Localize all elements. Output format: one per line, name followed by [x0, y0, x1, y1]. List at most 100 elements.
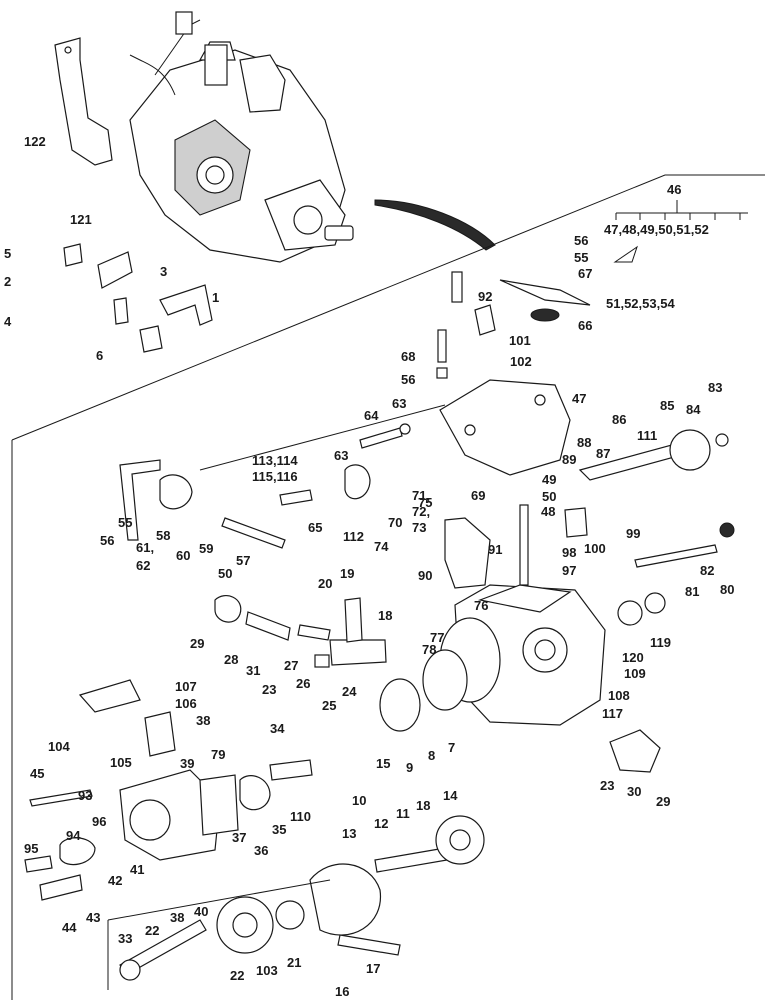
- part-number-label: 119: [650, 635, 671, 650]
- part-number-label: 34: [270, 721, 285, 736]
- group-members-label: 47,48,49,50,51,52: [604, 222, 709, 237]
- part-number-label: 111: [637, 428, 657, 443]
- part-number-label: 25: [322, 698, 336, 713]
- part-number-label: 15: [376, 756, 390, 771]
- part-number-label: 44: [62, 920, 77, 935]
- part-number-label: 122: [24, 134, 46, 149]
- part-number-label: 74: [374, 539, 389, 554]
- governor-cover-drawing: [359, 271, 591, 476]
- part-number-label: 112: [343, 529, 364, 544]
- part-number-label: 31: [246, 663, 260, 678]
- part-number-label: 106: [175, 696, 197, 711]
- part-number-label: 13: [342, 826, 356, 841]
- part-number-label: 50: [542, 489, 556, 504]
- part-number-label: 77: [430, 630, 444, 645]
- part-number-label: 72,: [412, 504, 430, 519]
- part-number-label: 83: [708, 380, 722, 395]
- part-number-label: 28: [224, 652, 238, 667]
- part-number-label: 20: [318, 576, 332, 591]
- part-number-label: 64: [364, 408, 379, 423]
- part-number-label: 120: [622, 650, 644, 665]
- part-number-label: 65: [308, 520, 322, 535]
- head-assembly-drawing: [24, 679, 313, 901]
- part-number-label: 7: [448, 740, 455, 755]
- part-number-label: 84: [686, 402, 701, 417]
- part-number-label: 97: [562, 563, 576, 578]
- part-number-label: 100: [584, 541, 606, 556]
- part-number-label: 93: [78, 788, 92, 803]
- part-number-label: 35: [272, 822, 286, 837]
- part-number-label: 108: [608, 688, 630, 703]
- part-number-label: 109: [624, 666, 646, 681]
- part-number-label: 23: [262, 682, 276, 697]
- part-number-label: 96: [92, 814, 106, 829]
- part-number-label: 69: [471, 488, 485, 503]
- part-number-label: 27: [284, 658, 298, 673]
- part-number-label: 62: [136, 558, 150, 573]
- pump-assembly-drawing: [54, 11, 496, 263]
- part-number-label: 80: [720, 582, 734, 597]
- part-number-label: 103: [256, 963, 278, 978]
- part-number-label: 18: [416, 798, 430, 813]
- part-number-label: 92: [478, 289, 492, 304]
- part-number-label: 89: [562, 452, 576, 467]
- part-number-label: 70: [388, 515, 402, 530]
- part-number-label: 110: [290, 809, 311, 824]
- part-number-label: 94: [66, 828, 81, 843]
- part-number-label: 21: [287, 955, 301, 970]
- part-number-label: 50: [218, 566, 232, 581]
- part-number-label: 105: [110, 755, 132, 770]
- part-number-label: 10: [352, 793, 366, 808]
- part-number-label: 16: [335, 984, 349, 999]
- part-number-label: 38: [196, 713, 210, 728]
- part-number-label: 85: [660, 398, 674, 413]
- part-number-label: 66: [578, 318, 592, 333]
- part-number-label: 71,: [412, 488, 430, 503]
- part-number-label: 19: [340, 566, 354, 581]
- part-number-label: 38: [170, 910, 184, 925]
- bracket-parts-drawing: [63, 243, 213, 353]
- linkage-drawing: [119, 459, 387, 668]
- part-number-label: 30: [627, 784, 641, 799]
- part-number-label: 68: [401, 349, 415, 364]
- part-number-label: 56: [100, 533, 114, 548]
- part-number-label: 76: [474, 598, 488, 613]
- part-number-label: 63: [392, 396, 406, 411]
- part-number-label: 88: [577, 435, 591, 450]
- part-number-label: 56: [401, 372, 415, 387]
- part-number-label: 82: [700, 563, 714, 578]
- part-number-label: 104: [48, 739, 70, 754]
- part-number-label: 49: [542, 472, 556, 487]
- part-number-label: 24: [342, 684, 357, 699]
- part-number-label: 23: [600, 778, 614, 793]
- part-number-label: 73: [412, 520, 426, 535]
- part-number-label: 115,116: [252, 469, 298, 484]
- part-number-label: 86: [612, 412, 626, 427]
- part-number-label: 75: [418, 495, 432, 510]
- part-number-label: 11: [396, 806, 410, 821]
- part-number-label: 26: [296, 676, 310, 691]
- pump-housing-drawing: [379, 429, 735, 773]
- part-number-label: 61,: [136, 540, 154, 555]
- part-labels: 46 47,48,49,50,51,52: [604, 182, 748, 237]
- part-number-label: 102: [510, 354, 532, 369]
- part-number-label: 58: [156, 528, 170, 543]
- part-number-label: 40: [194, 904, 208, 919]
- part-number-label: 29: [190, 636, 204, 651]
- part-number-label: 4: [4, 314, 12, 329]
- part-number-label: 90: [418, 568, 432, 583]
- part-number-label: 36: [254, 843, 268, 858]
- callout-labels: 12212152314656556751,52,53,5466921011026…: [4, 134, 734, 999]
- part-number-label: 37: [232, 830, 246, 845]
- part-number-label: 12: [374, 816, 388, 831]
- part-number-label: 8: [428, 748, 435, 763]
- part-number-label: 67: [578, 266, 592, 281]
- part-number-label: 3: [160, 264, 167, 279]
- part-number-label: 39: [180, 756, 194, 771]
- part-number-label: 91: [488, 542, 502, 557]
- group-label: 46: [667, 182, 681, 197]
- part-number-label: 60: [176, 548, 190, 563]
- part-number-label: 51,52,53,54: [606, 296, 675, 311]
- part-number-label: 55: [574, 250, 588, 265]
- part-number-label: 6: [96, 348, 103, 363]
